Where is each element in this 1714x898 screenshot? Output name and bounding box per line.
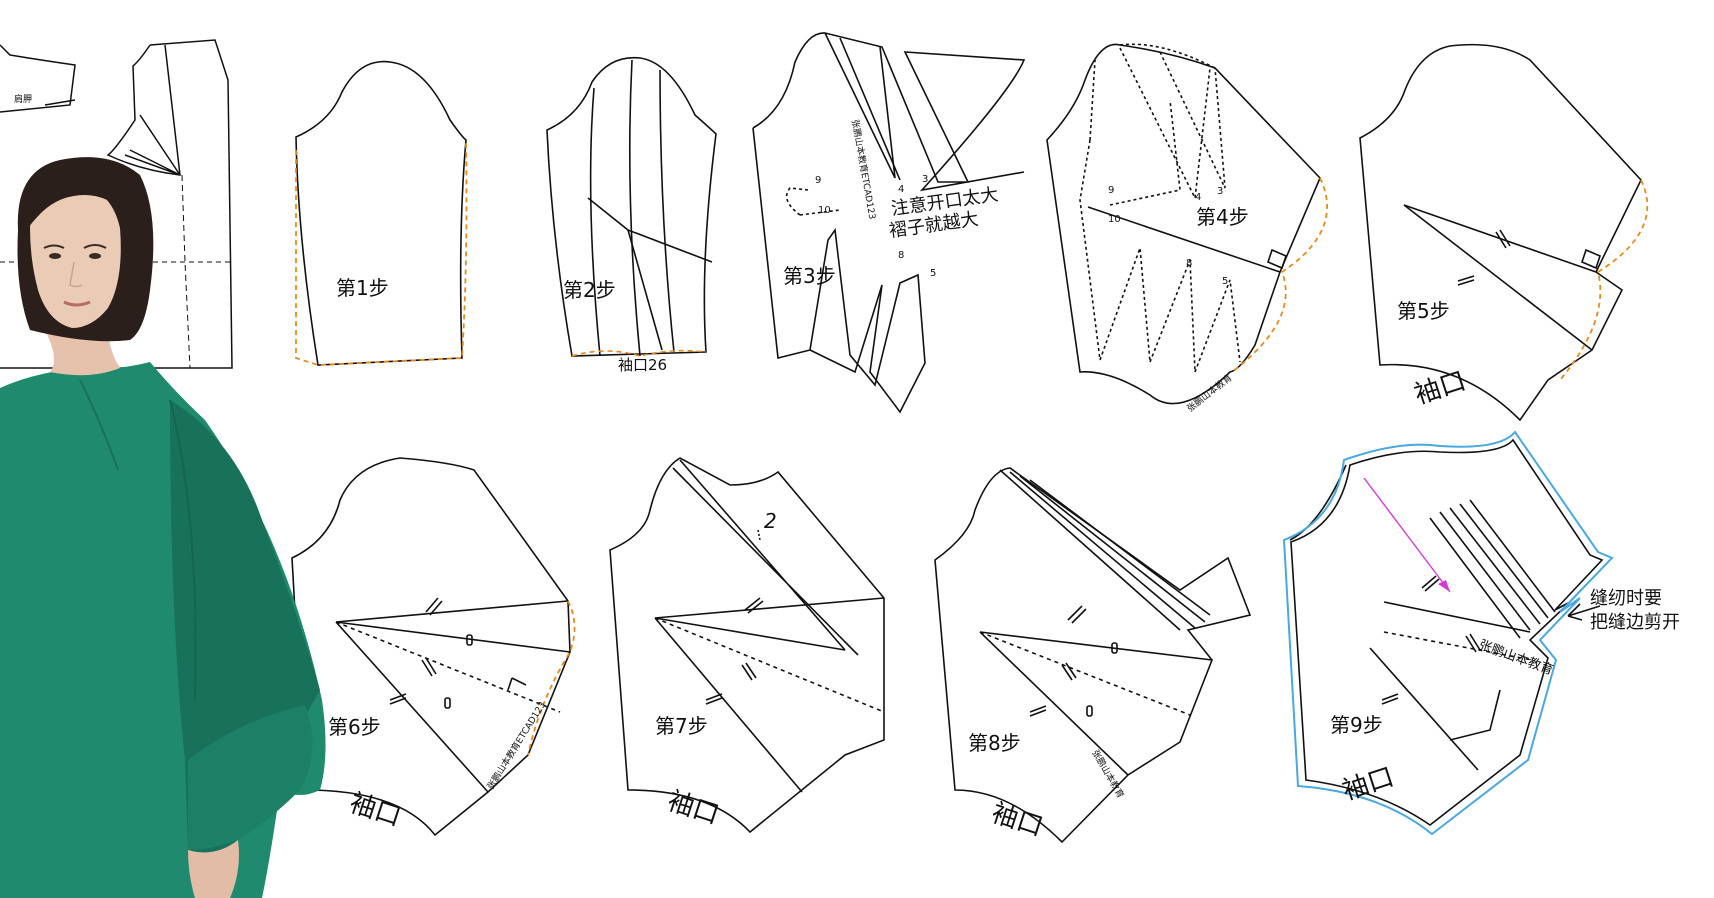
step6-side-text: 张鹏山本教育ETCAD123 <box>484 699 548 791</box>
step5-cuff-label: 袖口 <box>1411 366 1470 411</box>
step4-num-3: 3 <box>1217 186 1223 197</box>
step4-num-9: 9 <box>1108 185 1114 196</box>
step4-pattern <box>1046 43 1321 405</box>
step1-label: 第1步 <box>336 276 389 300</box>
step3-num-5: 5 <box>930 268 936 279</box>
step9-note-line1: 缝纫时要 <box>1590 588 1662 609</box>
step5-label: 第5步 <box>1397 299 1450 323</box>
step3-pattern <box>752 32 1026 414</box>
step4-label: 第4步 <box>1196 205 1249 229</box>
step8-cuff-label: 袖口 <box>988 798 1047 843</box>
step9-pattern <box>1289 438 1604 826</box>
step9-cuff-label: 袖口 <box>1339 762 1398 807</box>
bodice-label: 肩胛 <box>14 93 32 105</box>
step4-num-5: 5 <box>1222 276 1228 287</box>
step4-side-text: 张鹏山本教育 <box>1184 372 1234 415</box>
avatar-hand <box>188 840 239 898</box>
step3-num-9: 9 <box>815 175 821 186</box>
step4-num-4: 4 <box>1195 192 1201 203</box>
avatar-face <box>30 184 121 328</box>
step4-num-8: 8 <box>1186 258 1192 269</box>
garment-cuff <box>188 705 313 850</box>
step2-cuff-label: 袖口26 <box>618 356 667 374</box>
step1-pattern: 第1步 <box>295 60 468 366</box>
step9-note-line2: 把缝边剪开 <box>1590 612 1680 633</box>
step3-num-10: 10 <box>818 205 831 216</box>
avatar-figure <box>0 157 326 898</box>
step2-label: 第2步 <box>563 278 616 302</box>
step5-pattern <box>1359 43 1642 422</box>
step9-note-arrow <box>1567 603 1601 621</box>
step9-arrow-line <box>1363 477 1451 593</box>
step3-num-4: 4 <box>898 184 904 195</box>
step6-cuff-label: 袖口 <box>346 788 405 833</box>
step6-pattern <box>291 457 571 837</box>
step6-label: 第6步 <box>328 715 381 739</box>
step3-label: 第3步 <box>783 264 836 288</box>
step9-arrow-head <box>1438 580 1450 592</box>
step6-orange-curve <box>527 600 576 756</box>
step7-mark: 2 <box>764 509 777 533</box>
step9-seam-outline <box>1282 430 1614 836</box>
step7-cuff-label: 袖口 <box>664 786 723 831</box>
step7-label: 第7步 <box>655 714 708 738</box>
step8-pattern <box>934 467 1252 844</box>
step8-label: 第8步 <box>968 731 1021 755</box>
step2-pattern <box>546 56 717 357</box>
step9-label: 第9步 <box>1330 713 1383 737</box>
step3-num-8: 8 <box>898 250 904 261</box>
step4-orange-curve <box>1231 177 1328 373</box>
step7-pattern <box>609 457 885 834</box>
step3-num-3: 3 <box>922 174 928 185</box>
step4-num-10: 10 <box>1108 214 1121 225</box>
step5-orange-curve <box>1559 179 1649 381</box>
